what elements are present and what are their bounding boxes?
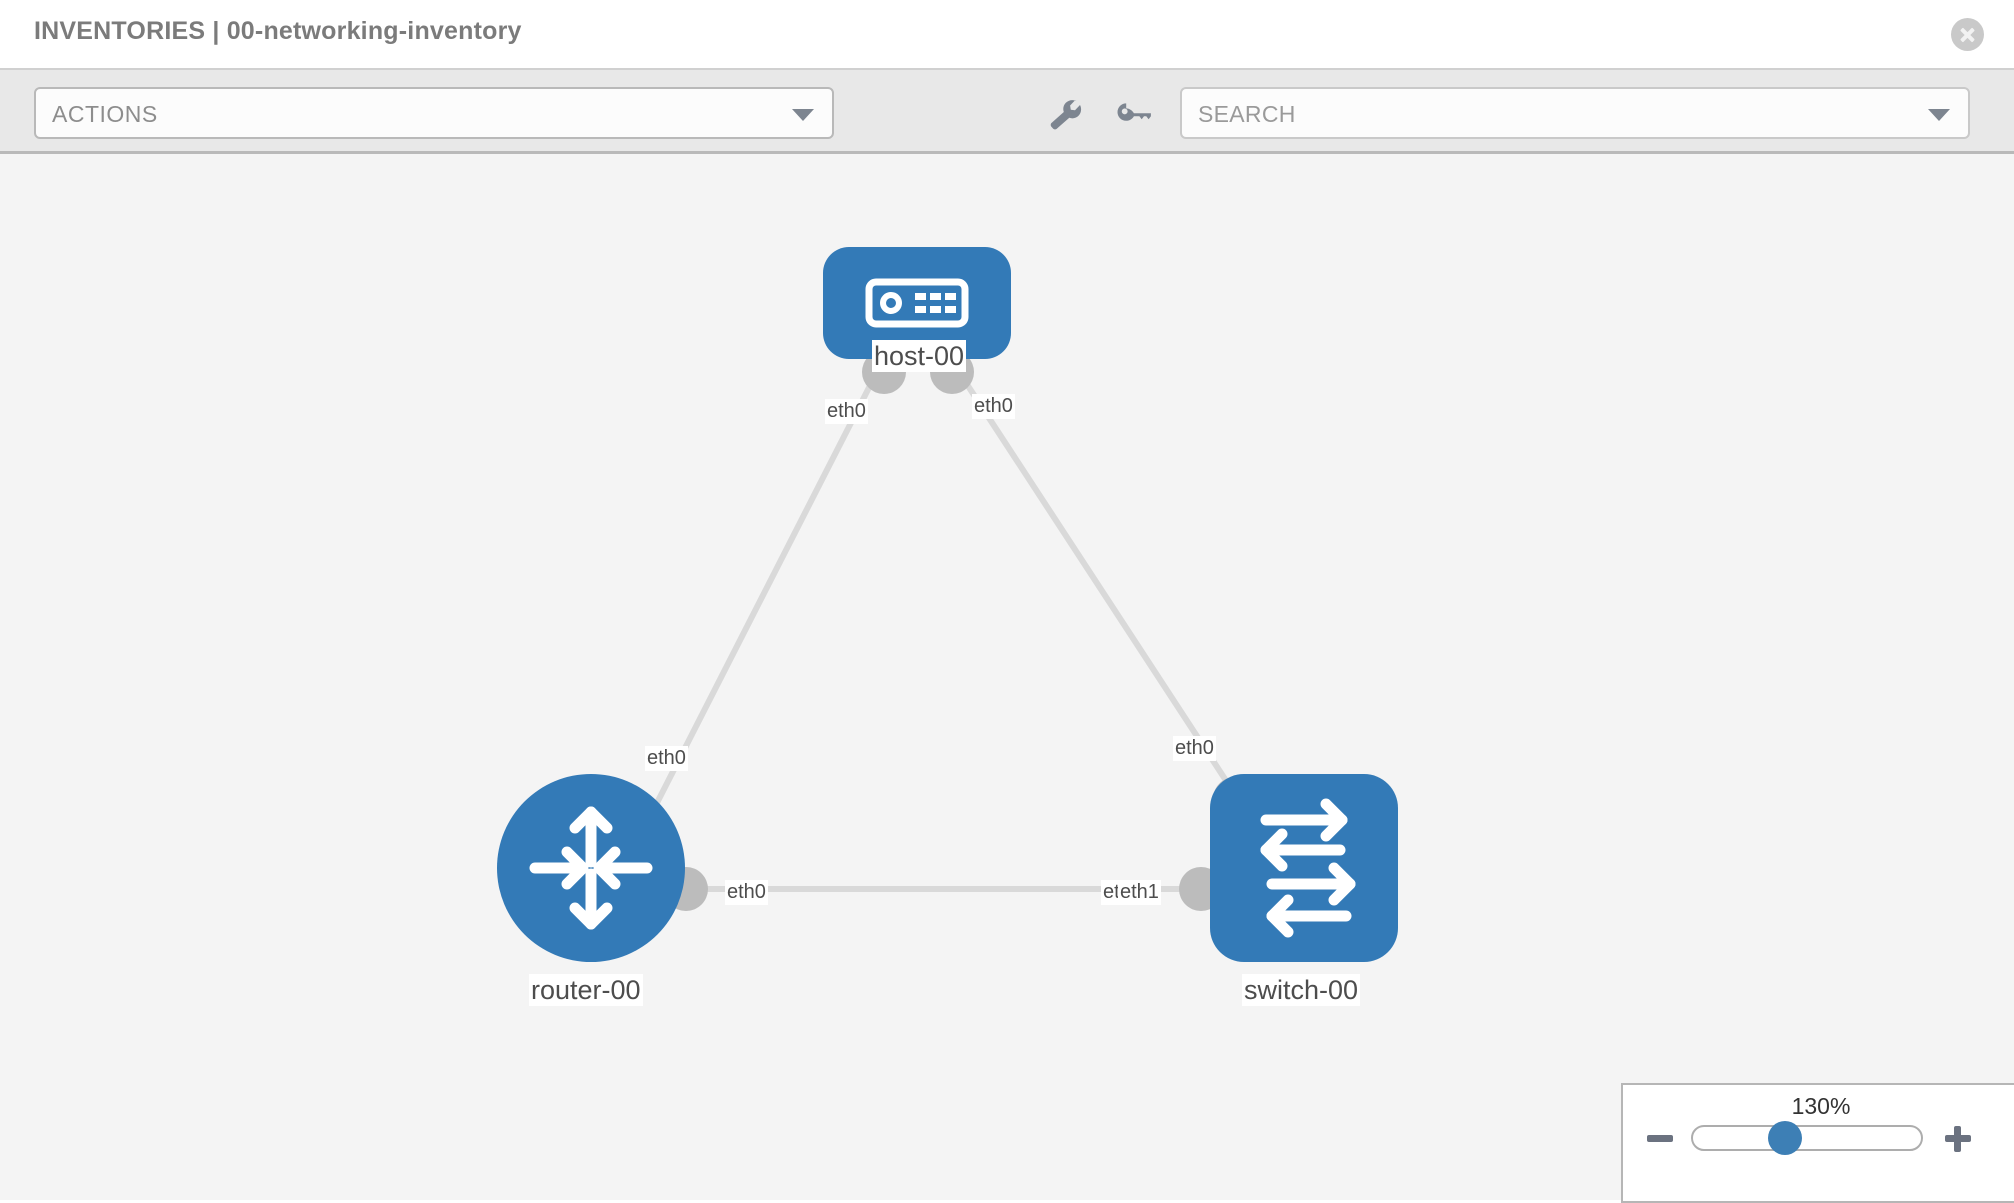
iface-label: eth0 — [1173, 736, 1216, 761]
router-arrows-icon — [497, 774, 685, 962]
node-body — [1210, 774, 1398, 962]
toolbar: ACTIONS SEARCH — [0, 68, 2014, 154]
iface-label: eth0 — [725, 880, 768, 905]
switch-arrows-icon — [1210, 774, 1398, 962]
server-icon — [823, 247, 1011, 359]
close-icon[interactable] — [1951, 18, 1984, 51]
iface-label: eth0 — [825, 399, 868, 424]
wrench-icon[interactable] — [1046, 98, 1084, 132]
zoom-slider-track[interactable] — [1691, 1125, 1923, 1151]
iface-label: eth0 — [645, 746, 688, 771]
node-label-router-00: router-00 — [529, 974, 643, 1006]
node-label-host-00: host-00 — [872, 340, 967, 372]
link-host-switch — [952, 364, 1243, 804]
node-body — [497, 774, 685, 962]
zoom-control-panel: 130% — [1621, 1083, 2014, 1203]
chevron-down-icon — [792, 109, 814, 121]
search-placeholder: SEARCH — [1198, 101, 1296, 127]
iface-label: eth1 — [1118, 880, 1161, 905]
page-title: INVENTORIES | 00-networking-inventory — [34, 17, 522, 45]
search-input[interactable]: SEARCH — [1180, 87, 1970, 139]
minus-icon[interactable] — [1645, 1123, 1675, 1153]
iface-label: eth0 — [972, 394, 1015, 419]
topology-canvas[interactable]: host-00 r — [0, 154, 2014, 1200]
chevron-down-icon — [1928, 109, 1950, 121]
link-host-router — [633, 364, 883, 846]
plus-icon[interactable] — [1943, 1123, 1973, 1153]
topology-node-switch-00[interactable] — [1210, 774, 1398, 962]
zoom-slider-thumb[interactable] — [1768, 1121, 1802, 1155]
topology-node-router-00[interactable] — [497, 774, 685, 962]
node-label-switch-00: switch-00 — [1242, 974, 1361, 1006]
zoom-level-value: 130% — [1791, 1093, 1851, 1119]
key-icon[interactable] — [1113, 98, 1151, 132]
actions-dropdown-label: ACTIONS — [52, 101, 158, 127]
actions-dropdown[interactable]: ACTIONS — [34, 87, 834, 139]
page-header: INVENTORIES | 00-networking-inventory — [0, 0, 2014, 68]
